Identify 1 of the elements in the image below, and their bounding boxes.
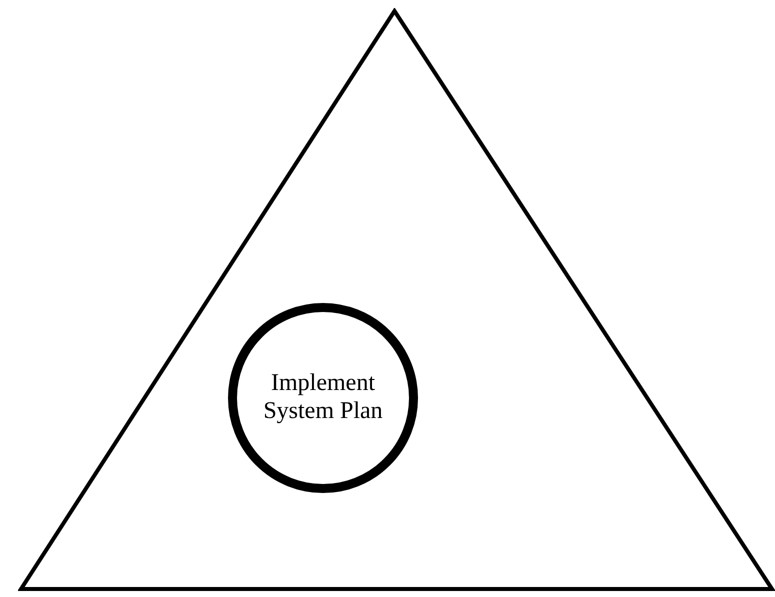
- node-label: Implement System Plan: [262, 370, 384, 426]
